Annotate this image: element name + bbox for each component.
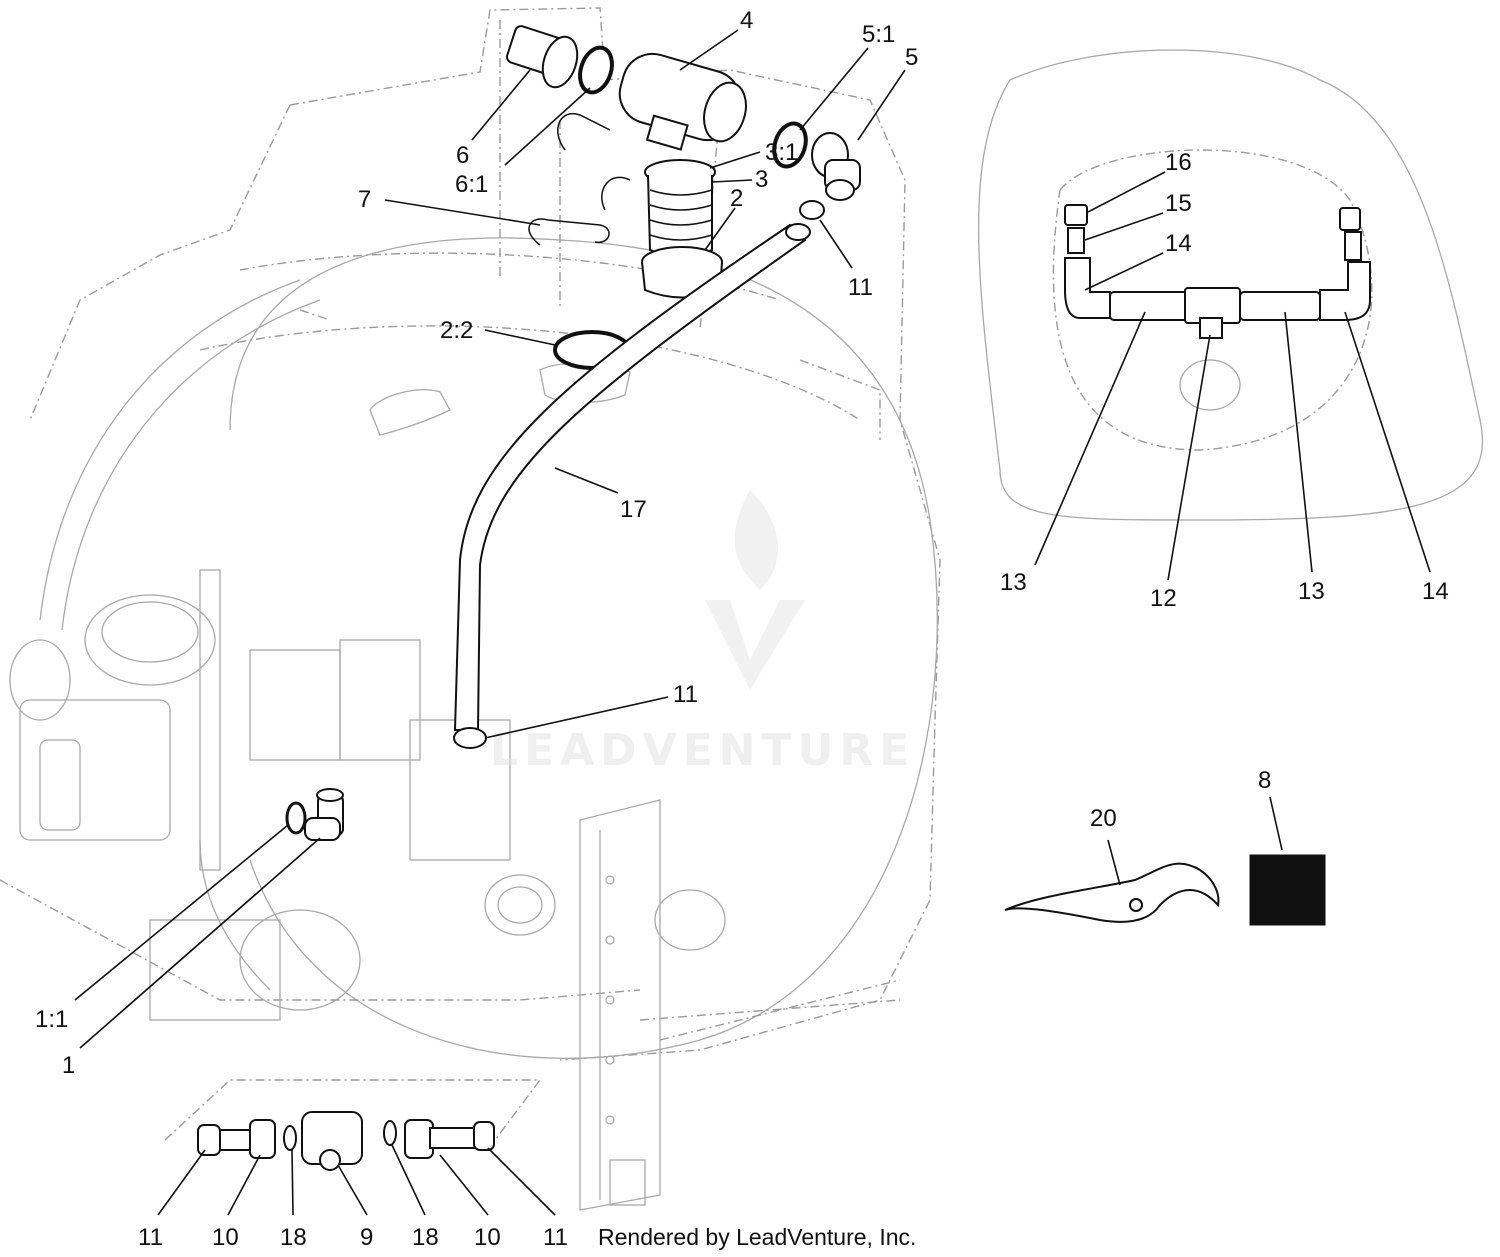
pump-assembly-ghost (0, 569, 901, 1021)
callout-11-top: 11 (848, 274, 873, 301)
callout-16: 16 (1165, 149, 1192, 176)
callout-1-1: 1:1 (35, 1006, 68, 1033)
callout-18-left: 18 (280, 1224, 307, 1251)
callout-5-1: 5:1 (862, 21, 895, 48)
part-1-elbow (304, 788, 344, 841)
part-2-fill-neck (641, 246, 723, 299)
callout-20: 20 (1090, 805, 1117, 832)
callout-3: 3 (755, 166, 768, 193)
footer-credit: Rendered by LeadVenture, Inc. (598, 1224, 916, 1250)
watermark-text: LEADVENTURE (490, 725, 915, 776)
part-5-1-oring (772, 121, 808, 169)
leader-lines (74, 29, 1431, 1216)
part-11-clamp-hose (453, 727, 487, 749)
callout-11-hose: 11 (673, 681, 698, 708)
callout-4: 4 (740, 7, 753, 34)
callout-2-2: 2:2 (440, 317, 473, 344)
part-4-tee (618, 52, 747, 151)
callout-6-1: 6:1 (455, 171, 488, 198)
callout-8: 8 (1258, 767, 1271, 794)
callout-7: 7 (358, 186, 371, 213)
callout-11-bottom-left: 11 (138, 1224, 163, 1251)
callout-10-left: 10 (212, 1224, 239, 1251)
part-20-wrench (1004, 862, 1220, 923)
part-7-clip (528, 112, 631, 246)
part-3-strainer (644, 159, 716, 257)
callout-14-right: 14 (1422, 578, 1449, 605)
callout-18-right: 18 (412, 1224, 439, 1251)
watermark: LEADVENTURE (490, 490, 915, 776)
part-6-1-oring (578, 45, 614, 95)
frame-plate-ghost (579, 799, 901, 1211)
part-5-elbow (811, 132, 861, 201)
bottom-valve-assembly (164, 1079, 542, 1171)
part-6-fitting (506, 25, 579, 89)
callout-15: 15 (1165, 190, 1192, 217)
callout-5: 5 (905, 44, 918, 71)
callout-14-left: 14 (1165, 230, 1192, 257)
callout-13-left: 13 (1000, 569, 1027, 596)
callout-10-right: 10 (474, 1224, 501, 1251)
callout-11-bottom-right: 11 (543, 1224, 568, 1251)
callout-9: 9 (360, 1224, 373, 1251)
callout-6: 6 (456, 142, 469, 169)
part-1-1-oring (285, 801, 307, 835)
detail-inset (977, 49, 1484, 521)
callout-labels: 4 5:1 5 6 6:1 3:1 3 7 2 11 2:2 17 11 1:1… (35, 7, 1449, 1251)
callout-17: 17 (620, 496, 647, 523)
callout-1: 1 (62, 1052, 75, 1079)
part-8-decal (1249, 854, 1326, 926)
part-11-clamp-top (799, 200, 825, 220)
callout-3-1: 3:1 (765, 139, 798, 166)
part-17-hose (453, 223, 811, 731)
callout-13-right: 13 (1298, 578, 1325, 605)
left-hose-ghost (39, 279, 321, 631)
callout-12: 12 (1150, 585, 1177, 612)
callout-2: 2 (730, 185, 743, 212)
